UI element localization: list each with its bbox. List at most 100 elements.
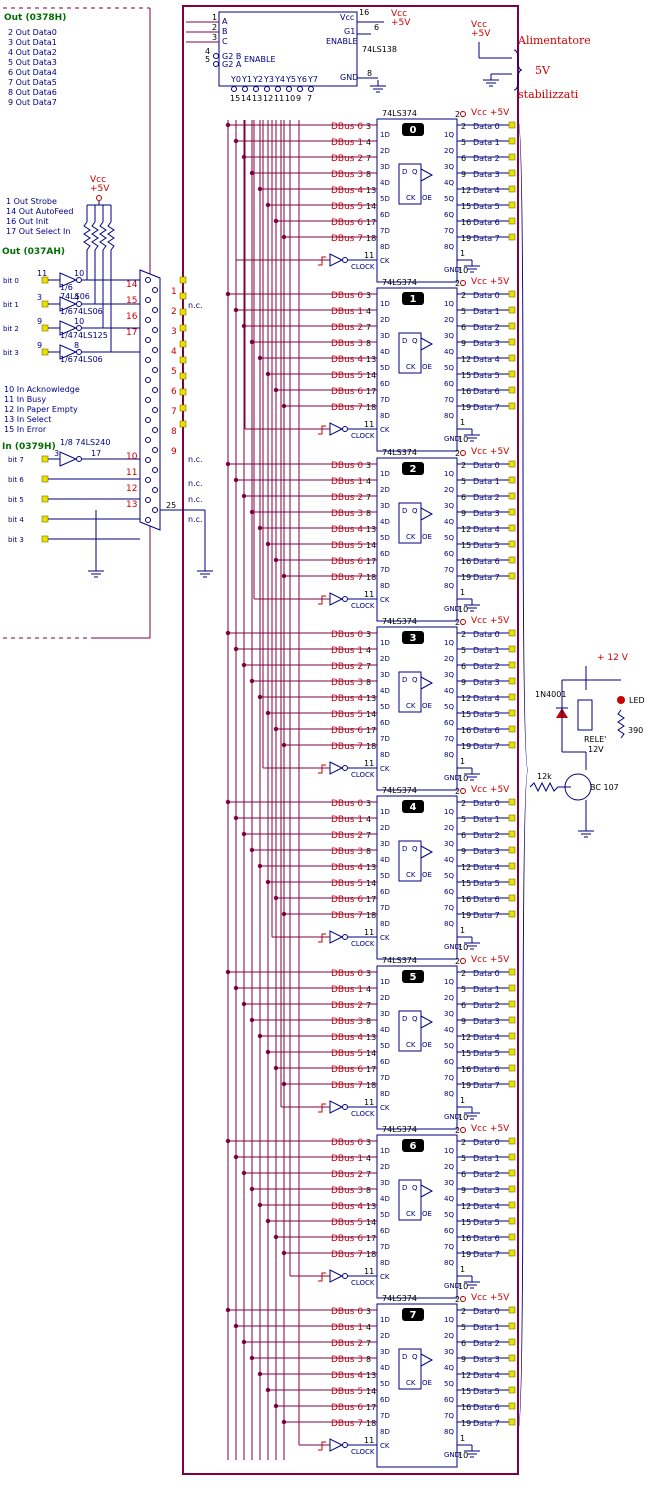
- latch-dbus-5-1: DBus 1: [331, 985, 363, 995]
- latch-out-pad-6-1: [508, 1153, 516, 1161]
- latch-q-2-1: 2Q: [444, 486, 454, 494]
- latch-ff-buffer-4: [420, 845, 434, 859]
- latch-d-0-4: 5D: [380, 195, 390, 203]
- latch-q-6-0: 1Q: [444, 1147, 454, 1155]
- status-line-3: 13 In Select: [4, 415, 51, 424]
- bus-junction-7-3: [249, 1355, 255, 1361]
- latch-in-pin-1-6: 17: [366, 387, 376, 396]
- latch-data-0-3: Data 3: [473, 170, 500, 179]
- latch-q-0-3: 4Q: [444, 179, 454, 187]
- latch-out-pin-5-1: 5: [461, 985, 466, 994]
- latch-d-2-5: 6D: [380, 550, 390, 558]
- nc-label-4: n.c.: [188, 515, 203, 524]
- decoder-enable-label-0: G2 B: [222, 52, 241, 61]
- decoder-enable-pin-1: 5: [205, 55, 210, 64]
- latch-out-pin-7-5: 15: [461, 1387, 471, 1396]
- latch-oe-pin-0: 1: [460, 249, 465, 258]
- latch-d-3-5: 6D: [380, 719, 390, 727]
- db25-pin-bottom-9: [152, 467, 158, 473]
- latch-clock-bubble-3: [342, 765, 348, 771]
- latch-data-4-2: Data 2: [473, 831, 500, 840]
- bus-junction-2-4: [257, 525, 263, 531]
- latch-out-pad-7-2: [508, 1338, 516, 1346]
- bus-junction-7-6: [273, 1403, 279, 1409]
- bus-junction-3-7: [281, 742, 287, 748]
- bus-junction-5-3: [249, 1017, 255, 1023]
- latch-q-2-6: 7Q: [444, 566, 454, 574]
- latch-ff-ck-0: CK: [406, 194, 416, 202]
- latch-data-7-1: Data 1: [473, 1323, 500, 1332]
- latch-out-pin-7-1: 5: [461, 1323, 466, 1332]
- bus-junction-3-6: [273, 726, 279, 732]
- latch-vcc-4: Vcc +5V: [471, 785, 510, 795]
- in-0379-title: In (0379H): [2, 442, 56, 452]
- relay-label: RELE': [584, 735, 606, 744]
- latch-ff-q-0: Q: [412, 168, 418, 176]
- latch-ff-d-4: D: [402, 845, 407, 853]
- latch-out-pad-5-7: [508, 1080, 516, 1088]
- latch-dbus-1-2: DBus 2: [331, 323, 363, 333]
- latch-data-4-0: Data 0: [473, 799, 500, 808]
- latch-q-1-3: 4Q: [444, 348, 454, 356]
- in-buffer-label: 1/8 74LS240: [60, 438, 110, 447]
- ctrl-line-1: 14 Out AutoFeed: [6, 207, 73, 216]
- latch-d-6-7: 8D: [380, 1259, 390, 1267]
- latch-out-pad-6-0: [508, 1137, 516, 1145]
- latch-out-pin-1-2: 6: [461, 323, 466, 332]
- latch-out-pad-2-6: [508, 556, 516, 564]
- latch-out-pad-4-6: [508, 894, 516, 902]
- latch-d-1-7: 8D: [380, 412, 390, 420]
- ctrl-pin-out-3: 8: [74, 341, 79, 350]
- latch-d-7-4: 5D: [380, 1380, 390, 1388]
- latch-gnd-3: GND: [444, 774, 460, 782]
- ctrl-buffer-bubble-3: [76, 349, 82, 355]
- power-supply-label: Alimentatore: [517, 34, 591, 47]
- latch-q-0-2: 3Q: [444, 163, 454, 171]
- bus-junction-7-2: [241, 1339, 247, 1345]
- connector-pin-6: 6: [171, 387, 177, 397]
- latch-out-pin-6-3: 9: [461, 1186, 466, 1195]
- latch-d-1-3: 4D: [380, 348, 390, 356]
- latch-ff-q-3: Q: [412, 676, 418, 684]
- decoder-input-A: A: [222, 17, 228, 26]
- latch-vcc-node-2: [460, 450, 466, 456]
- latch-ff-d-0: D: [402, 168, 407, 176]
- latch-dbus-2-5: DBus 5: [331, 541, 363, 551]
- latch-out-pad-0-5: [508, 201, 516, 209]
- latch-dbus-7-2: DBus 2: [331, 1339, 363, 1349]
- latch-out-pin-6-2: 6: [461, 1170, 466, 1179]
- decoder-vcc-supply: +5V: [391, 18, 411, 28]
- bus-junction-7-0: [225, 1307, 231, 1313]
- latch-vcc-3: Vcc +5V: [471, 616, 510, 626]
- latch-in-pin-4-7: 18: [366, 911, 376, 920]
- out-data-line-2: 4 Out Data2: [8, 48, 57, 57]
- decoder-output-pin-5: 10: [285, 94, 295, 103]
- latch-d-7-1: 2D: [380, 1332, 390, 1340]
- db25-pin-bottom-5: [152, 387, 158, 393]
- latch-q-5-0: 1Q: [444, 978, 454, 986]
- latch-ff-q-5: Q: [412, 1015, 418, 1023]
- power-vcc: +5V: [471, 29, 491, 39]
- latch-out-pad-4-3: [508, 846, 516, 854]
- latch-out-pad-7-3: [508, 1354, 516, 1362]
- connector-pin-5: 5: [171, 367, 177, 377]
- bus-junction-1-0: [225, 291, 231, 297]
- latch-gnd-6: GND: [444, 1282, 460, 1290]
- latch-clock-edge-2: [318, 595, 326, 605]
- latch-q-7-6: 7Q: [444, 1412, 454, 1420]
- latch-ff-buffer-0: [420, 168, 434, 182]
- db25-pin-bottom-6: [152, 407, 158, 413]
- status-line-2: 12 In Paper Empty: [4, 405, 78, 414]
- latch-q-6-6: 7Q: [444, 1243, 454, 1251]
- ctrl-gate-label-1: 1/674LS06: [60, 307, 103, 316]
- latch-vcc-node-0: [460, 111, 466, 117]
- decoder-output-Y6: Y6: [296, 75, 307, 84]
- latch-clock-bubble-7: [342, 1442, 348, 1448]
- pullup-resistor-2: [99, 221, 107, 251]
- latch-dbus-1-4: DBus 4: [331, 355, 363, 365]
- bus-junction-3-3: [249, 678, 255, 684]
- db25-pin-top-4: [145, 357, 151, 363]
- latch-out-pad-4-0: [508, 798, 516, 806]
